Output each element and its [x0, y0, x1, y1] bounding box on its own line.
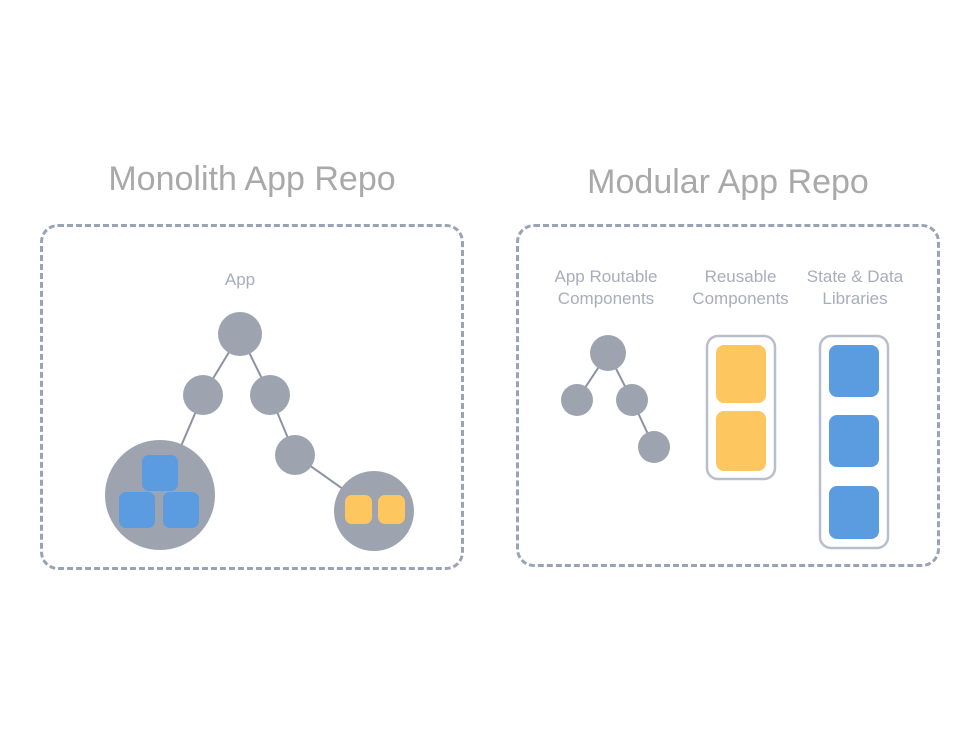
label-state-and-data-libraries: State & Data Libraries: [806, 267, 904, 308]
panel-title-monolith: Monolith App Repo: [108, 160, 396, 198]
repo-boundary-monolith: [40, 224, 464, 570]
repo-boundary-modular: [516, 224, 940, 567]
label-reusable-components: Reusable Components: [692, 267, 789, 308]
panel-title-modular: Modular App Repo: [587, 163, 869, 201]
label-app: App: [224, 270, 256, 289]
label-app-routable-components: App Routable Components: [554, 267, 658, 308]
